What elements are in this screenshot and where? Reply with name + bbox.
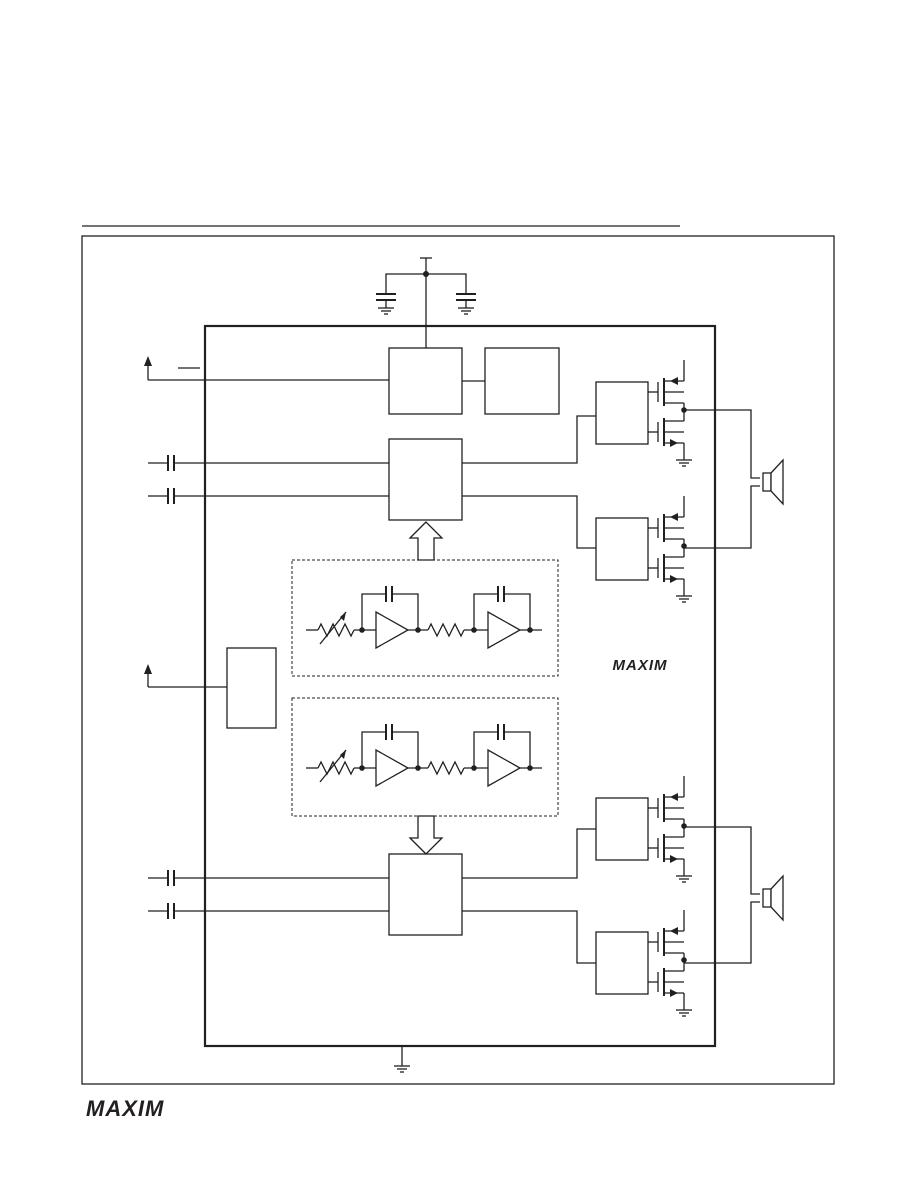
arrow-icon [144, 356, 152, 366]
chip-logo: MAXIM [613, 657, 668, 674]
oscillator-block [226, 647, 277, 729]
h-bridge-2a [596, 776, 692, 882]
footer-logo: MAXIM [86, 1096, 164, 1121]
bus-arrow-down [408, 815, 444, 855]
figure-frame [81, 235, 835, 1085]
capacitor-icon [455, 285, 477, 315]
bus-arrow-up [408, 521, 444, 561]
integrator-group-2 [291, 697, 559, 817]
integrator-group-1 [291, 559, 559, 677]
speaker-icon [762, 875, 784, 921]
supply-network [375, 257, 477, 348]
ic-body [203, 324, 717, 1048]
speaker-icon [762, 459, 784, 505]
ground-icon [393, 1065, 411, 1073]
modulator-1-block [388, 438, 463, 521]
capacitor-icon [375, 285, 397, 315]
channel-2-inputs [147, 869, 389, 920]
arrow-icon [144, 664, 152, 674]
h-bridge-1a [596, 360, 692, 466]
bias-block [484, 347, 560, 415]
channel-1-inputs [147, 454, 389, 505]
modulator-2-block [388, 853, 463, 936]
h-bridge-1b [596, 496, 692, 602]
h-bridge-2b [596, 910, 692, 1016]
shutdown-block [388, 347, 463, 415]
sync-pin [144, 664, 227, 688]
shutdown-pin [144, 356, 389, 381]
